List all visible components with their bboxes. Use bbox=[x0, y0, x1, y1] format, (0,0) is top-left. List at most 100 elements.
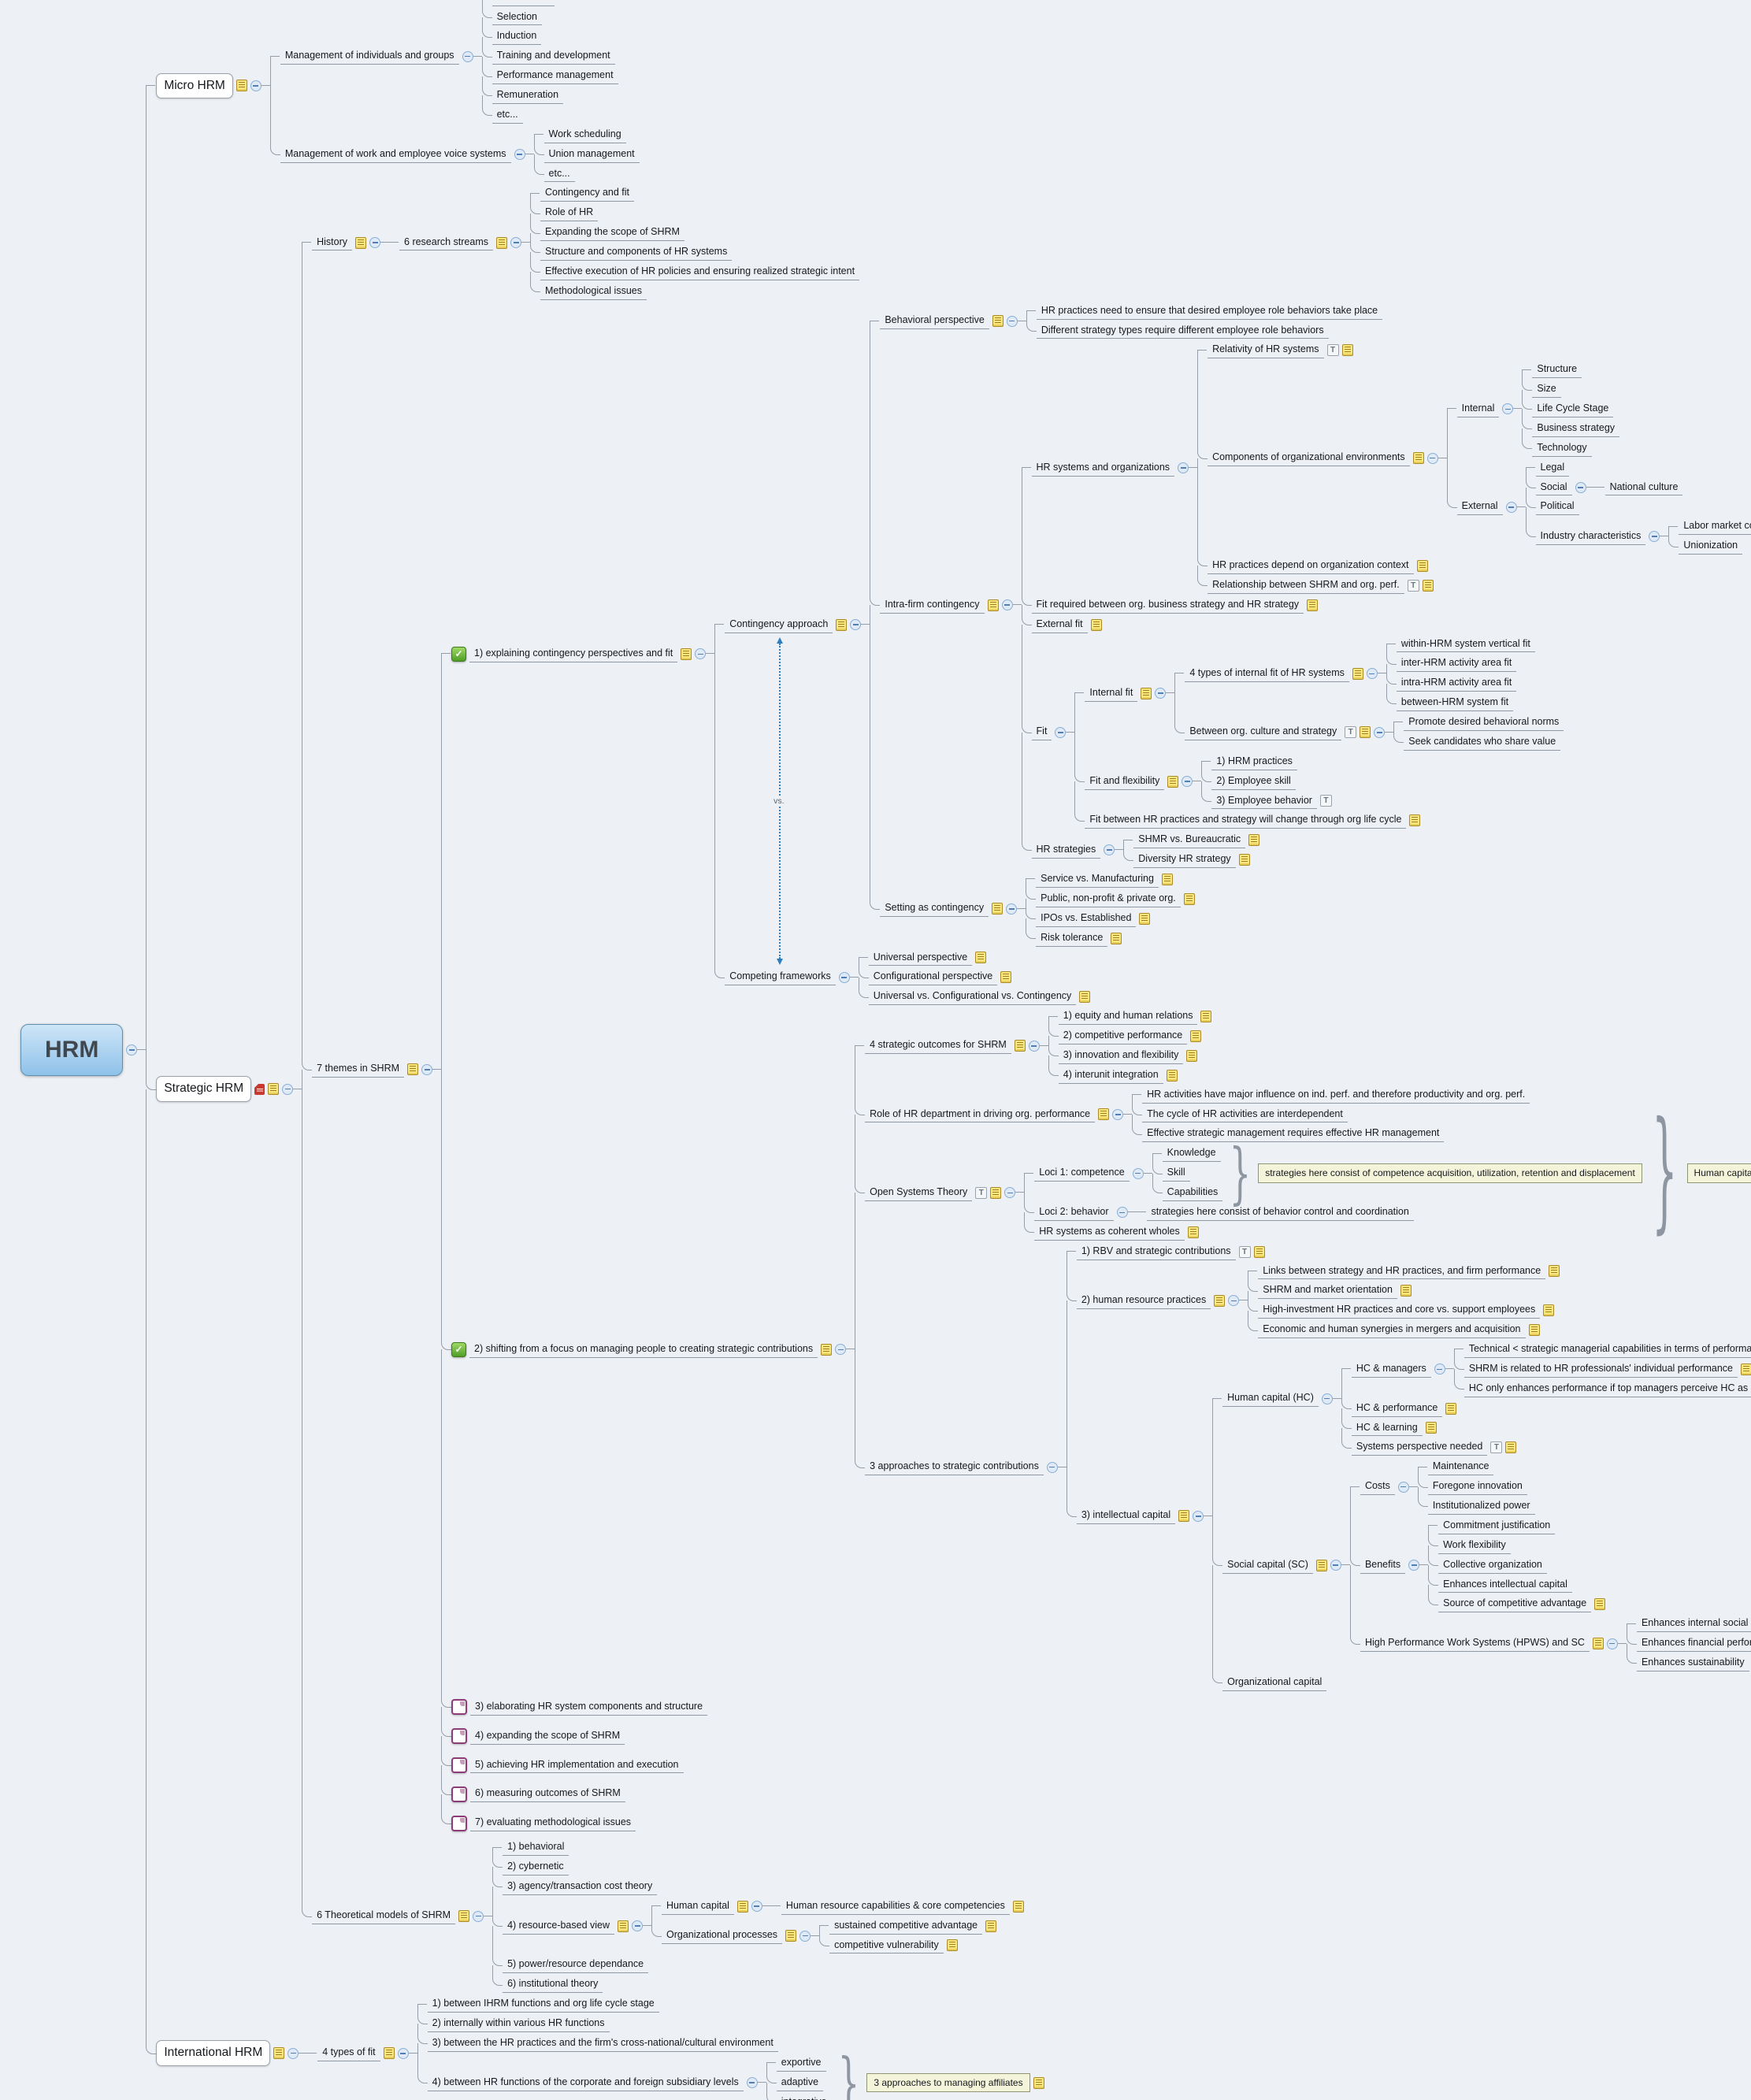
topic-5-power-resource-dependance[interactable]: 5) power/resource dependance bbox=[503, 1957, 649, 1974]
collapse-toggle[interactable] bbox=[1366, 668, 1378, 680]
topic-inter-hrm-activity-area-fit[interactable]: inter-HRM activity area fit bbox=[1396, 655, 1517, 673]
topic-role-of-hr-department-in-driving-org-perfo[interactable]: Role of HR department in driving org. pe… bbox=[865, 1107, 1096, 1123]
topic-6-measuring-outcomes-of-shrm[interactable]: 6) measuring outcomes of SHRM bbox=[470, 1786, 625, 1803]
collapse-toggle[interactable] bbox=[288, 2047, 299, 2059]
note-icon[interactable] bbox=[1409, 814, 1421, 827]
topic-unionization[interactable]: Unionization bbox=[1679, 538, 1743, 555]
topic-performance-management[interactable]: Performance management bbox=[492, 68, 618, 84]
note-icon[interactable] bbox=[1178, 1510, 1190, 1523]
topic-competing-frameworks[interactable]: Competing frameworks bbox=[725, 969, 836, 986]
topic-organizational-processes[interactable]: Organizational processes bbox=[662, 1927, 783, 1944]
collapse-toggle[interactable] bbox=[1408, 1560, 1420, 1571]
note-icon[interactable] bbox=[1012, 1900, 1024, 1913]
topic-hr-systems-as-coherent-wholes[interactable]: HR systems as coherent wholes bbox=[1034, 1224, 1185, 1241]
topic-sustained-competitive-advantage[interactable]: sustained competitive advantage bbox=[829, 1918, 983, 1935]
topic-hr-systems-and-organizations[interactable]: HR systems and organizations bbox=[1031, 460, 1175, 477]
topic-shmr-vs-bureaucratic[interactable]: SHMR vs. Bureaucratic bbox=[1133, 832, 1246, 849]
note-icon[interactable] bbox=[985, 1920, 997, 1932]
note-icon[interactable] bbox=[836, 618, 848, 631]
topic-enhances-internal-social-structure[interactable]: Enhances internal social structure bbox=[1636, 1616, 1751, 1633]
topic-1-between-ihrm-functions-and-org-life-cycl[interactable]: 1) between IHRM functions and org life c… bbox=[427, 1996, 659, 2013]
note-icon[interactable] bbox=[1315, 1559, 1327, 1571]
note-icon[interactable] bbox=[1592, 1638, 1604, 1650]
collapse-toggle[interactable] bbox=[1426, 452, 1438, 464]
note-icon[interactable] bbox=[785, 1930, 797, 1942]
topic-contingency-and-fit[interactable]: Contingency and fit bbox=[540, 185, 635, 202]
callout-strategies-here-consist-of-competence-acqu[interactable]: strategies here consist of competence ac… bbox=[1258, 1163, 1642, 1183]
topic-maintenance[interactable]: Maintenance bbox=[1427, 1459, 1494, 1476]
note-icon[interactable] bbox=[1190, 1030, 1202, 1042]
topic-links-between-strategy-and-hr-practices-an[interactable]: Links between strategy and HR practices,… bbox=[1258, 1263, 1546, 1280]
topic-configurational-perspective[interactable]: Configurational perspective bbox=[868, 969, 998, 986]
note-icon[interactable] bbox=[1183, 892, 1195, 905]
note-icon[interactable] bbox=[990, 1186, 1002, 1199]
topic-remuneration[interactable]: Remuneration bbox=[492, 87, 564, 104]
topic-6-theoretical-models-of-shrm[interactable]: 6 Theoretical models of SHRM bbox=[312, 1908, 456, 1925]
topic-loci-2-behavior[interactable]: Loci 2: behavior bbox=[1034, 1204, 1114, 1221]
topic-2-human-resource-practices[interactable]: 2) human resource practices bbox=[1076, 1293, 1211, 1309]
topic-fit-required-between-org-business-strategy[interactable]: Fit required between org. business strat… bbox=[1031, 597, 1304, 614]
topic-size[interactable]: Size bbox=[1532, 381, 1561, 398]
topic-4-expanding-the-scope-of-shrm[interactable]: 4) expanding the scope of SHRM bbox=[470, 1728, 625, 1745]
topic-labor-market-condition[interactable]: Labor market condition bbox=[1679, 518, 1751, 536]
topic-management-of-individuals-and-groups[interactable]: Management of individuals and groups bbox=[280, 48, 459, 65]
note-icon[interactable] bbox=[681, 647, 692, 660]
topic-induction[interactable]: Induction bbox=[492, 28, 542, 46]
topic-1-rbv-and-strategic-contributions[interactable]: 1) RBV and strategic contributions bbox=[1076, 1244, 1236, 1260]
topic-effective-execution-of-hr-policies-and-ens[interactable]: Effective execution of HR policies and e… bbox=[540, 264, 860, 280]
topic-different-strategy-types-require-different[interactable]: Different strategy types require differe… bbox=[1036, 323, 1329, 339]
note-icon[interactable] bbox=[1549, 1265, 1560, 1278]
topic-capabilities[interactable]: Capabilities bbox=[1162, 1185, 1223, 1201]
topic-3-elaborating-hr-system-components-and-str[interactable]: 3) elaborating HR system components and … bbox=[470, 1699, 708, 1716]
collapse-toggle[interactable] bbox=[282, 1083, 294, 1095]
topic-4-types-of-internal-fit-of-hr-systems[interactable]: 4 types of internal fit of HR systems bbox=[1185, 666, 1349, 682]
topic-hrm[interactable]: HRM bbox=[20, 1023, 124, 1077]
topic-hr-strategies[interactable]: HR strategies bbox=[1031, 842, 1101, 859]
topic-institutionalized-power[interactable]: Institutionalized power bbox=[1427, 1498, 1535, 1515]
collapse-toggle[interactable] bbox=[695, 648, 707, 660]
note-icon[interactable] bbox=[1161, 873, 1173, 885]
topic-external-fit[interactable]: External fit bbox=[1031, 617, 1088, 633]
note-icon[interactable] bbox=[407, 1063, 419, 1076]
topic-setting-as-contingency[interactable]: Setting as contingency bbox=[880, 900, 989, 918]
topic-relativity-of-hr-systems[interactable]: Relativity of HR systems bbox=[1208, 342, 1324, 359]
collapse-toggle[interactable] bbox=[1112, 1108, 1124, 1120]
collapse-toggle[interactable] bbox=[1649, 531, 1660, 543]
topic-technology[interactable]: Technology bbox=[1532, 440, 1592, 457]
note-icon[interactable] bbox=[1543, 1304, 1555, 1317]
topic-fit-and-flexibility[interactable]: Fit and flexibility bbox=[1085, 774, 1165, 790]
note-icon[interactable] bbox=[1167, 775, 1179, 788]
collapse-toggle[interactable] bbox=[632, 1920, 644, 1932]
note-icon[interactable] bbox=[1000, 971, 1012, 984]
note-icon[interactable] bbox=[496, 236, 507, 249]
topic-3-between-the-hr-practices-and-the-firm-s-[interactable]: 3) between the HR practices and the firm… bbox=[427, 2035, 778, 2052]
topic-3-agency-transaction-cost-theory[interactable]: 3) agency/transaction cost theory bbox=[503, 1879, 658, 1895]
topic-enhances-financial-performance[interactable]: Enhances financial performance bbox=[1636, 1635, 1751, 1652]
topic-hr-practices-need-to-ensure-that-desired-e[interactable]: HR practices need to ensure that desired… bbox=[1036, 303, 1383, 320]
topic-hr-practices-depend-on-organization-contex[interactable]: HR practices depend on organization cont… bbox=[1208, 558, 1414, 574]
collapse-toggle[interactable] bbox=[1374, 726, 1386, 738]
note-icon[interactable] bbox=[458, 1910, 470, 1923]
topic-2-internally-within-various-hr-functions[interactable]: 2) internally within various HR function… bbox=[427, 2016, 610, 2032]
collapse-toggle[interactable] bbox=[1006, 315, 1018, 327]
topic-adaptive[interactable]: adaptive bbox=[776, 2075, 824, 2091]
topic-public-non-profit-private-org[interactable]: Public, non-profit & private org. bbox=[1036, 891, 1181, 907]
topic-components-of-organizational-environments[interactable]: Components of organizational environment… bbox=[1208, 450, 1410, 467]
topic-human-resource-capabilities-core-competenc[interactable]: Human resource capabilities & core compe… bbox=[781, 1898, 1010, 1915]
note-icon[interactable] bbox=[992, 903, 1003, 915]
topic-hc-performance[interactable]: HC & performance bbox=[1351, 1401, 1443, 1417]
topic-recruitment[interactable]: Recruitment bbox=[492, 0, 555, 6]
note-icon[interactable] bbox=[1341, 344, 1353, 357]
topic-benefits[interactable]: Benefits bbox=[1360, 1557, 1406, 1574]
topic-external[interactable]: External bbox=[1456, 499, 1503, 516]
topic-effective-strategic-management-requires-ef[interactable]: Effective strategic management requires … bbox=[1142, 1126, 1445, 1143]
note-icon[interactable] bbox=[1422, 579, 1434, 592]
topic-between-org-culture-and-strategy[interactable]: Between org. culture and strategy bbox=[1185, 724, 1342, 741]
collapse-toggle[interactable] bbox=[1193, 1510, 1204, 1522]
note-icon[interactable] bbox=[821, 1343, 833, 1356]
topic-exportive[interactable]: exportive bbox=[776, 2055, 826, 2072]
topic-internal[interactable]: Internal bbox=[1456, 401, 1500, 417]
topic-2-shifting-from-a-focus-on-managing-people[interactable]: 2) shifting from a focus on managing peo… bbox=[469, 1341, 818, 1358]
topic-work-scheduling[interactable]: Work scheduling bbox=[543, 127, 626, 143]
topic-service-vs-manufacturing[interactable]: Service vs. Manufacturing bbox=[1036, 871, 1159, 888]
